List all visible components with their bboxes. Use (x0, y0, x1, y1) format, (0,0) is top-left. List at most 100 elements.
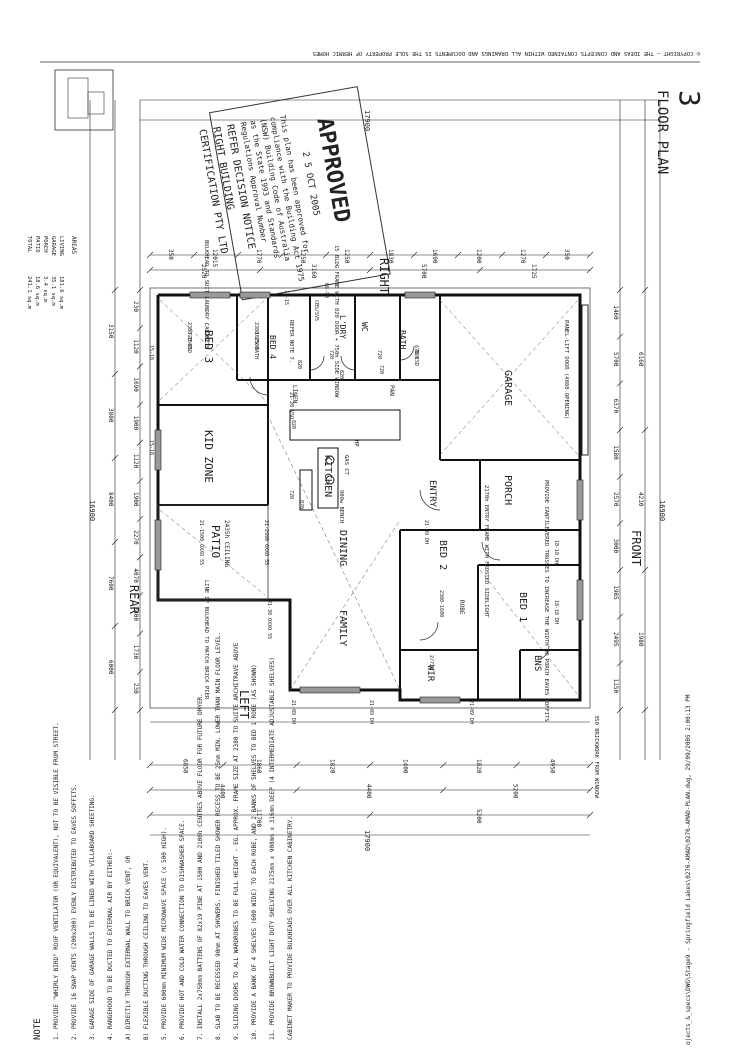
note-item: CABINET MAKER TO PROVIDE BULKHEADS OVER … (287, 816, 294, 1040)
dimension-tick (136, 439, 144, 446)
area-label: PATIO (34, 236, 40, 253)
dimension-value: 4400 (218, 784, 225, 799)
dimension-value: 1830 (387, 249, 394, 264)
opening-label: 21-2990 OXXO 55 (263, 520, 269, 565)
dimension-tick (136, 515, 144, 523)
opening-label: 2380-1500 (186, 322, 192, 349)
dimension-value: 11700 (255, 809, 262, 827)
notes-heading: NOTE (33, 1018, 43, 1040)
dimension-value: 1120 (132, 454, 139, 469)
bench-note: 900w BENCH (338, 490, 344, 523)
dimension-value: 1580 (612, 445, 619, 460)
porch-note: PROVIDE CANTILEVERED TRUSSES TO INCREASE… (543, 480, 549, 722)
dimension-value: 4950 (548, 759, 555, 774)
dimension-tick (111, 286, 119, 294)
dimension-value: 1985 (612, 585, 619, 600)
dimension-tick (220, 761, 227, 769)
garage-door (581, 304, 589, 456)
opening-label: CBS/SV5 (313, 300, 319, 321)
dimension-value: 1900 (132, 492, 139, 507)
plan-title: FLOOR PLAN (654, 90, 670, 174)
dimension-tick (586, 786, 594, 794)
dimension-tick (586, 266, 594, 274)
dimension-value: 4070 (132, 568, 139, 583)
opening-label: 21-20 VSO (288, 392, 294, 419)
dimension-tick (616, 333, 624, 340)
dimension-tick (586, 761, 594, 769)
dimension-value: 350 (563, 249, 570, 260)
dimension-value: 6850 (182, 759, 189, 774)
room-robe: ROBE (458, 600, 465, 615)
opening-label: 820 (290, 420, 296, 429)
opening-label: 21-30 OXXO 55 (266, 600, 272, 639)
dimension-tick (410, 251, 418, 259)
note-item: 11. PROVIDE BROWNBUILT LIGHT DUTY SHELVI… (269, 657, 276, 1040)
door-swings (249, 345, 550, 661)
opening-label: 12-15 (283, 290, 289, 305)
sheet-number: 3 (673, 90, 706, 107)
note-item: 9. SLIDING DOORS TO ALL WARDROBES TO BE … (233, 642, 240, 1040)
dimension-value: 12015 (211, 249, 218, 267)
dimension-tick (440, 786, 447, 794)
notes-block: NOTE 1. PROVIDE "WHIRLY BIRD" ROOF VENTI… (33, 632, 294, 1040)
dimension-tick (111, 706, 119, 714)
dimension-value: 2270 (132, 530, 139, 545)
opening-label: 15-18 (148, 345, 154, 360)
note-item: 1. PROVIDE "WHIRLY BIRD" ROOF VENTILATOR… (53, 722, 60, 1040)
note-item: 10. PROVIDE A BANK OF 4 SHELVES (600 WID… (251, 664, 258, 1040)
dimension-value: 1725 (530, 264, 537, 279)
dimension-value: 1150 (612, 679, 619, 694)
dimension-tick (476, 266, 484, 274)
opening-label: 08-90 (323, 283, 329, 298)
area-label: TOTAL (26, 236, 32, 253)
dimension-tick (136, 477, 144, 485)
dimension-tick (616, 426, 624, 434)
dimension-tick (136, 668, 144, 676)
area-value: 35.1 sq.m (50, 276, 56, 306)
file-path: ojects_&_specs\DWG\Stage9 - Springfield … (685, 694, 692, 1045)
opening-label: 21-09 DH (368, 700, 374, 724)
room-porch: PORCH (502, 475, 513, 505)
room-family: FAMILY (337, 610, 348, 646)
dimension-value: 3160 (310, 264, 317, 279)
opening-label: 2380-1500 (253, 322, 259, 349)
note-item: 4. RANGEHOOD TO BE DUCTED TO EXTERNAL AI… (107, 849, 114, 1040)
room-bed3: BED 3 (202, 330, 215, 363)
dimension-tick (440, 761, 447, 769)
room-ldry: L'DRY (338, 315, 347, 339)
room-bed4: BED 4 (268, 335, 277, 359)
opening-label: 720 (378, 365, 384, 374)
opening-label: 21-09 DH (423, 520, 429, 544)
garage-door-note: PANEL-LIFT DOOR (4880 OPENING) (563, 320, 569, 419)
dimension-value: 3000 (612, 539, 619, 554)
dimension-tick (366, 251, 374, 259)
dimension-value: 230 (132, 683, 139, 694)
room-entry: ENTRY (427, 480, 437, 508)
brickwork-note: 350 BRICKWORK FROM WINDOW (593, 715, 599, 798)
dimension-tick (136, 554, 144, 561)
dimension-tick (366, 811, 374, 819)
bulkhead-note: BULKHEAD TO SUIT LAUNDRY CABINETS (203, 240, 209, 349)
frame-strap-note: 15 BLDG FRAME WITH 820 DOOR + 750h SIDE … (333, 245, 339, 398)
dimension-value: 1900 (132, 416, 139, 431)
dimension-value: 3150 (107, 324, 114, 339)
dimension-tick (111, 622, 119, 630)
dimension-overall: 16900 (88, 500, 96, 521)
room-ens: ENS (532, 655, 542, 671)
opening-label: 18-18 DH (553, 540, 559, 564)
dimension-tick (366, 761, 374, 769)
side-front: FRONT (629, 530, 643, 566)
dimension-tick (146, 786, 154, 794)
room-bed1: BED 1 (517, 592, 528, 622)
dimension-tick (542, 251, 550, 259)
opening-label: 15-18 (148, 440, 154, 455)
opening-label: 720 (288, 490, 294, 499)
opening-label: 2380-1600 (438, 590, 444, 617)
dimension-value: 1690 (431, 249, 438, 264)
opening-label: 2/720 (428, 655, 434, 670)
dimension-tick (146, 251, 154, 259)
dimension-value: 6000 (107, 660, 114, 675)
dimension-tick (111, 538, 119, 546)
dimension-value: 6370 (612, 399, 619, 414)
